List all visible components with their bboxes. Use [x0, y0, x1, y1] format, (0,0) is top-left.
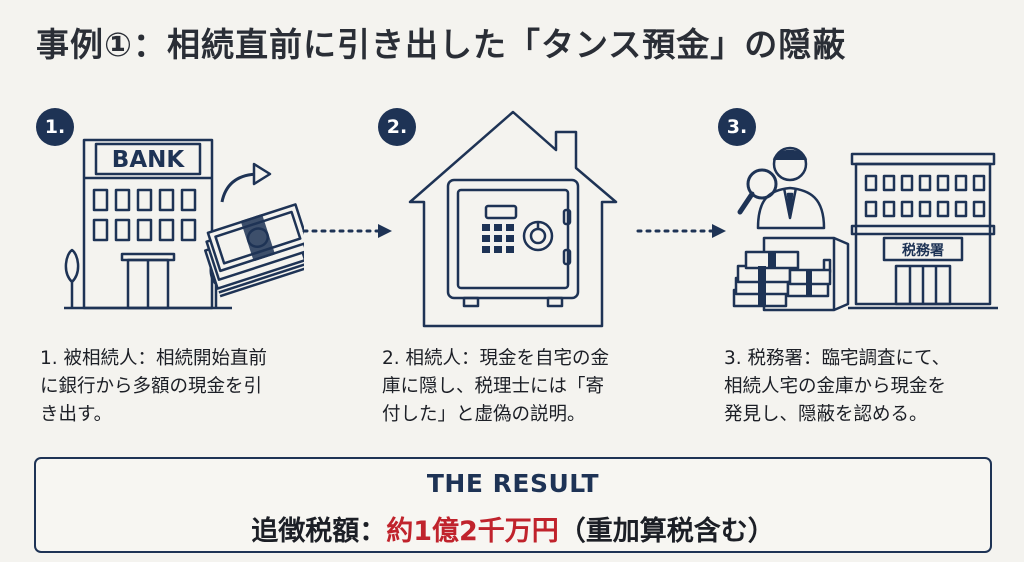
- result-heading: THE RESULT: [426, 469, 600, 498]
- step-3-description: 3. 税務署：臨宅調査にて、 相続人宅の金庫から現金を 発見し、隠蔽を認める。: [724, 348, 951, 425]
- result-line: 追徴税額：約1億2千万円（重加算税含む）: [36, 509, 990, 548]
- step-2-description: 2. 相続人：現金を自宅の金 庫に隠し、税理士には「寄 付した」と虚偽の説明。: [382, 348, 610, 425]
- result-box: THE RESULT 追徴税額：約1億2千万円（重加算税含む）: [34, 457, 992, 553]
- result-note: （重加算税含む）: [558, 516, 775, 547]
- result-amount: 約1億2千万円: [386, 516, 559, 547]
- bank-withdrawal-icon: BANK: [64, 138, 304, 310]
- tax-office-investigation-icon: 税務署: [732, 146, 998, 312]
- step-2-number: 2.: [378, 108, 416, 146]
- tax-office-sign: 税務署: [902, 242, 944, 259]
- dotted-arrow-icon: [636, 224, 726, 238]
- result-label: 追徴税額：: [251, 516, 387, 547]
- bank-sign: BANK: [112, 147, 186, 173]
- step-1-description: 1. 被相続人：相続開始直前 に銀行から多額の現金を引 き出す。: [40, 348, 268, 425]
- house-safe-icon: [408, 110, 618, 328]
- step-1-number: 1.: [36, 108, 74, 146]
- step-3-number: 3.: [718, 108, 756, 146]
- dotted-arrow-icon: [302, 224, 392, 238]
- page-title: 事例①：相続直前に引き出した「タンス預金」の隠蔽: [36, 25, 847, 64]
